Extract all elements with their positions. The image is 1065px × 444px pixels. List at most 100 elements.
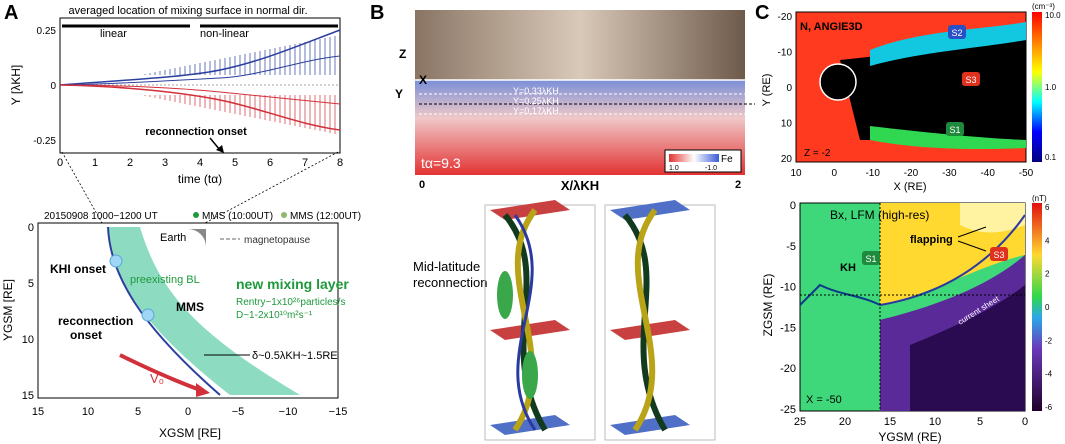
s1-label: S1 (949, 125, 960, 135)
a-top-ytick-0: 0.25 (37, 26, 57, 37)
earth-label: Earth (160, 232, 186, 244)
linear-label: linear (100, 28, 127, 40)
v0-label: V₀ (150, 371, 164, 386)
c-bot-cbtick-6: -6 (1045, 403, 1053, 412)
rentry-label: Rentry~1x10²⁶particles/s (236, 297, 345, 308)
c-top-xtick-0: 10 (790, 168, 802, 179)
panel-c-bottom-map: Bx, LFM (high-res) flapping KH S1 S3 cur… (761, 194, 1053, 444)
event-header: 20150908 1000−1200 UT (44, 211, 158, 222)
colorbar (1032, 203, 1042, 411)
c-top-ytick-0: -20 (778, 12, 793, 23)
a-top-xtick-3: 3 (162, 157, 168, 169)
nonlinear-label: non-linear (200, 28, 249, 40)
c-top-ytick-4: 20 (781, 154, 793, 165)
khi-onset-label: KHI onset (50, 262, 106, 276)
mid-latitude-label: Mid-latitude (413, 259, 480, 274)
panel-b-letter: B (370, 2, 385, 24)
flapping-label: flapping (910, 234, 953, 246)
panel-a-title: averaged location of mixing surface in n… (68, 5, 307, 17)
y-tick-labels: 0-5-10-15-20-25 (780, 200, 796, 416)
front-face-fe (415, 80, 745, 175)
colorbar-max: -1.0 (705, 165, 717, 172)
blue-curve-mid (59, 55, 341, 86)
panel-b-field-lines: Mid-latitude reconnection (413, 200, 716, 441)
c-bot-cbtick-2: 2 (1045, 270, 1050, 279)
s3-label-bottom: S3 (993, 250, 1004, 260)
x-right-tick: 2 (735, 179, 741, 191)
c-bot-ytick-3: -15 (780, 322, 796, 334)
c-bot-xtick-3: 10 (929, 416, 941, 428)
x-axis-label: X/λKH (561, 178, 599, 193)
a-top-xtick-2: 2 (127, 157, 133, 169)
a-bot-xtick-4: −5 (232, 406, 245, 418)
bx-title: Bx, LFM (high-res) (830, 208, 929, 222)
x-axis-label: X (RE) (894, 181, 927, 193)
legend-mms-12: MMS (12:00UT) (290, 211, 361, 222)
kh-label: KH (840, 262, 856, 274)
y-axis-label: YGSM [RE] (1, 279, 15, 341)
a-bot-ytick-3: 15 (22, 390, 34, 402)
y-tick-labels: -20 -10 0 10 20 (778, 12, 793, 165)
y-tick-labels: 0.250-0.25 (33, 26, 56, 147)
y-axis-label: Y (RE) (761, 74, 773, 107)
a-bot-xtick-6: −15 (329, 406, 348, 418)
c-bot-cbtick-3: 0 (1045, 303, 1050, 312)
x-axis-label: YGSM (RE) (878, 430, 941, 444)
s2-label: S2 (951, 28, 962, 38)
map-title: N, ANGIE3D (800, 21, 863, 33)
panel-b-simulation: Z X Y Y=0.33λKH Y=0.25λKH Y=0.17λKH tα=9… (395, 10, 755, 193)
x-slice-label: X = -50 (806, 394, 842, 406)
reconnection-label-b: reconnection (413, 275, 487, 290)
a-top-xtick-0: 0 (57, 157, 63, 169)
red-curve-lower (59, 84, 341, 131)
delta-label: δ~0.5λKH~1.5RE (252, 350, 338, 362)
c-top-ytick-2: 0 (786, 83, 792, 94)
a-top-xtick-7: 7 (302, 157, 308, 169)
x-left-tick: 0 (419, 179, 425, 191)
y-line-1: Y=0.33λKH (513, 86, 559, 96)
c-bot-ytick-1: -5 (786, 241, 796, 253)
panel-a-letter: A (4, 2, 19, 24)
c-bot-xtick-0: 25 (794, 416, 806, 428)
panel-a-bottom-chart: 20150908 1000−1200 UT MMS (10:00UT) MMS … (1, 211, 361, 440)
c-bot-ytick-0: 0 (790, 200, 796, 212)
c-top-xtick-5: -40 (980, 168, 995, 179)
colorbar-label: Fe (721, 154, 733, 165)
a-bot-xtick-2: 5 (135, 406, 141, 418)
colorbar (1032, 12, 1042, 162)
a-top-xtick-6: 6 (267, 157, 273, 169)
a-bot-xtick-5: −10 (279, 406, 298, 418)
magnetopause-label: magnetopause (244, 235, 311, 246)
legend-mms-10: MMS (10:00UT) (202, 211, 273, 222)
panel-a-top-chart: averaged location of mixing surface in n… (9, 5, 343, 186)
diffusion-label: D~1-2x10¹⁰m²s⁻¹ (236, 310, 313, 321)
c-bot-cbtick-4: -2 (1045, 336, 1053, 345)
axis-x-label: X (419, 73, 427, 87)
c-bot-xtick-1: 20 (839, 416, 851, 428)
c-top-xtick-2: -10 (865, 168, 880, 179)
axis-z-label: Z (399, 47, 406, 61)
top-surface-3d (415, 10, 745, 80)
colorbar-unit: (cm⁻³) (1032, 2, 1055, 11)
panel-c-top-map: N, ANGIE3D Z = -2 S2 S3 S1 (cm⁻³) 10.0 1… (761, 2, 1061, 193)
flux-tube-box-right (604, 200, 716, 441)
c-top-ytick-3: 10 (781, 119, 793, 130)
c-bot-cbtick-5: -4 (1045, 370, 1053, 379)
a-bot-xtick-1: 10 (82, 406, 94, 418)
c-bot-ytick-2: -10 (780, 282, 796, 294)
panel-c-letter: C (755, 2, 770, 24)
earth-icon (188, 229, 206, 247)
a-top-xtick-8: 8 (337, 157, 343, 169)
y-axis-label: Y [λKH] (9, 65, 23, 105)
time-label: tα=9.3 (421, 155, 461, 171)
new-mixing-layer-label: new mixing layer (236, 276, 349, 292)
axis-y-label: Y (395, 87, 403, 101)
s3-label: S3 (965, 75, 976, 85)
c-top-ytick-1: -10 (778, 48, 793, 59)
c-bot-xtick-2: 15 (884, 416, 896, 428)
s1-label-bottom: S1 (865, 254, 876, 264)
